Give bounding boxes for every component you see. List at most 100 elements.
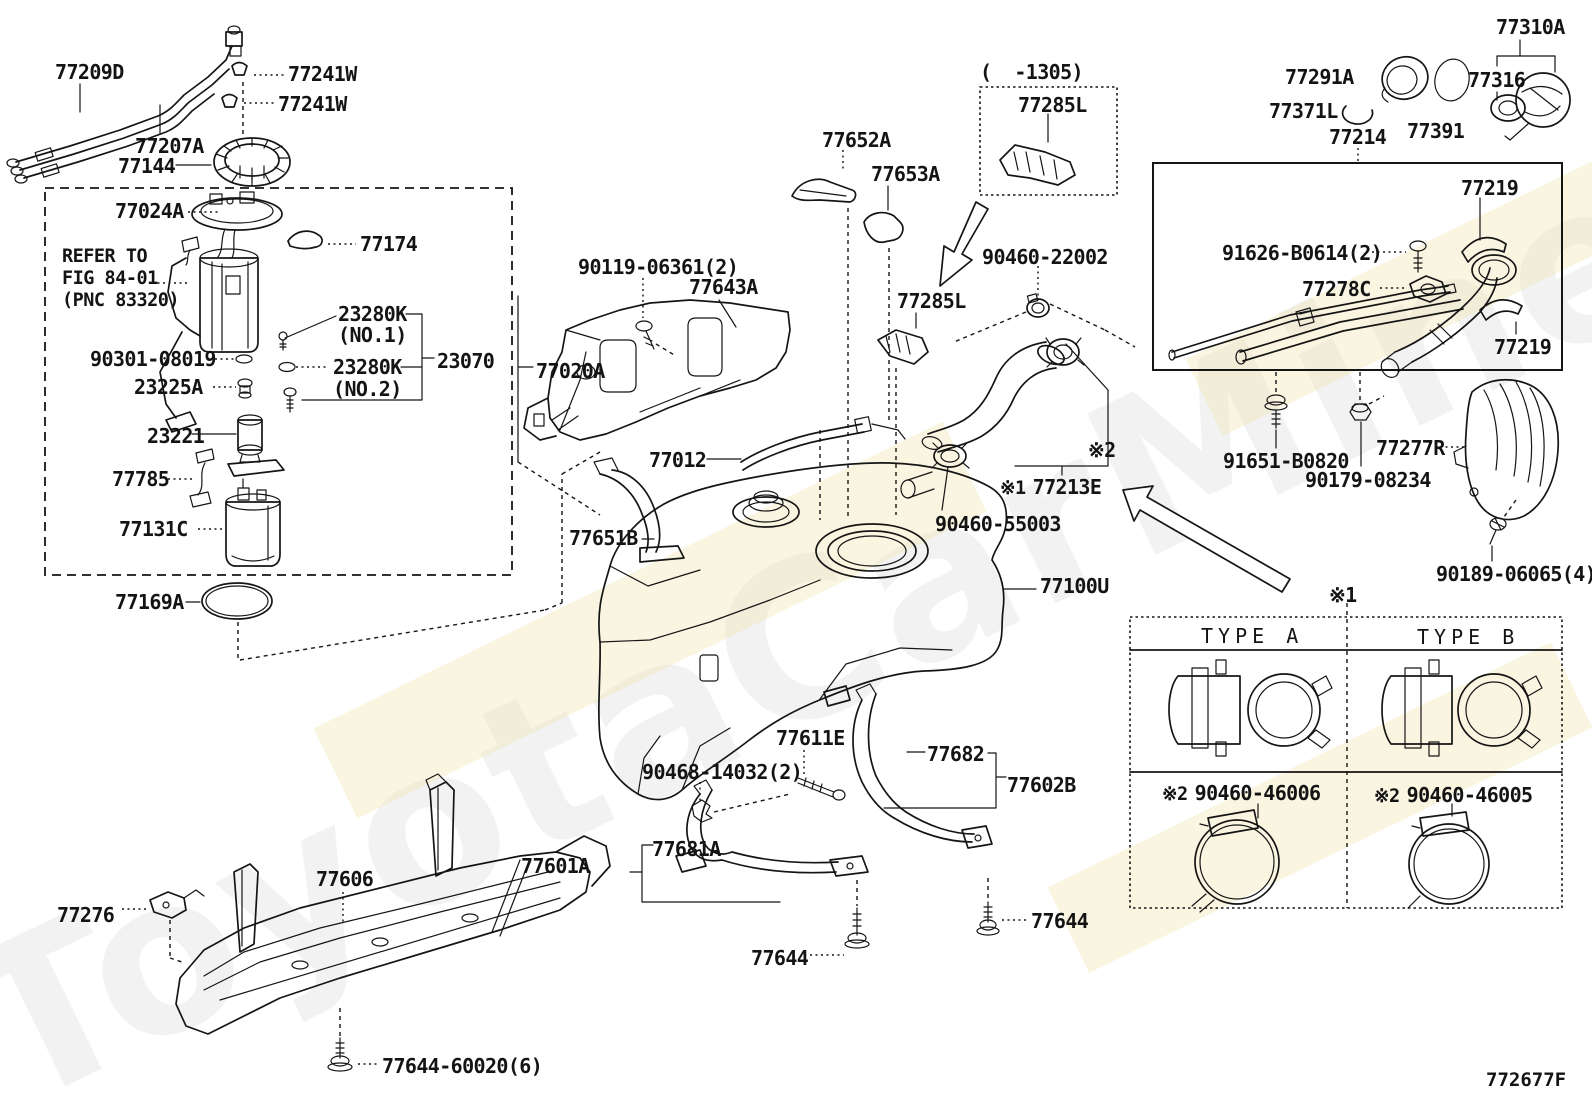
harness-clamp-77174-art (288, 231, 322, 248)
fuel-tank-77100u-art (594, 417, 1006, 800)
callout-77207a: 77207A (135, 134, 204, 158)
callout-77276: 77276 (57, 903, 115, 927)
callout-77241w-2: 77241W (278, 92, 347, 116)
table-clamp-b-label: ※2 90460-46005 (1374, 783, 1533, 807)
table-header-type-b: TYPE B (1417, 625, 1520, 649)
callout-77214: 77214 (1329, 125, 1387, 149)
direction-arrow-large (1123, 486, 1290, 592)
callout-no2: (NO.2) (333, 377, 402, 401)
nut-90179-art (1350, 404, 1371, 420)
callout-77371l: 77371L (1269, 99, 1338, 123)
callout-23225a: 23225A (134, 375, 203, 399)
callout-77652a: 77652A (822, 128, 891, 152)
refer-note-line3: (PNC 83320) (62, 290, 180, 311)
callout-77209d: 77209D (55, 60, 124, 84)
fuel-filter-77131c-art (226, 479, 280, 566)
fuel-suction-plate-77024a-art (192, 192, 282, 352)
refer-note-line1: REFER TO (62, 246, 148, 267)
callout-23280k-no1: 23280K (338, 302, 407, 326)
callout-77213e-number: 77213E (1032, 475, 1102, 499)
callout-77602b: 77602B (1007, 773, 1076, 797)
tube-clamp-77652a-art (792, 179, 856, 202)
ref2-mark-a: ※2 (1162, 784, 1188, 805)
callout-77682: 77682 (927, 742, 985, 766)
tank-protector-77606-art (176, 774, 610, 1034)
table-header-type-a: TYPE A (1201, 624, 1304, 648)
tank-band-77682-art (824, 684, 992, 848)
tank-shield-77643a-art (524, 300, 790, 440)
callout-77100u: 77100U (1040, 574, 1109, 598)
callout-77174: 77174 (360, 232, 418, 256)
figure-code: 772677F (1486, 1069, 1567, 1091)
fuel-cap-group-art (1343, 40, 1570, 140)
callout-no1: (NO.1) (338, 323, 407, 347)
type-table (1130, 603, 1562, 912)
pump-module-dashed-box (45, 188, 512, 575)
callout-77020a: 77020A (536, 359, 605, 383)
callout-77310a: 77310A (1496, 15, 1565, 39)
callout-77285l: 77285L (897, 289, 966, 313)
callout-77316: 77316 (1468, 68, 1526, 92)
callout-23221: 23221 (147, 424, 205, 448)
callout-90460-22002: 90460-22002 (982, 245, 1108, 269)
refer-note-line2: FIG 84-01 (62, 268, 158, 289)
callout-77644-right: 77644 (1031, 909, 1089, 933)
callout-23280k-no2: 23280K (333, 355, 402, 379)
fuel-hose-77213e-art (901, 338, 1084, 498)
callout-77681a: 77681A (652, 837, 721, 861)
callout-77643a: 77643A (689, 275, 758, 299)
clamp-90460-22002-art (1027, 294, 1049, 317)
bolt-77644-bottom-art (845, 908, 869, 948)
screw-90189-art (1490, 518, 1506, 544)
callout-77278c: 77278C (1302, 277, 1371, 301)
fuel-pump-plate-ring-77144-art (214, 138, 290, 186)
ref-bracket-77213e (1015, 344, 1108, 475)
callout-77285l-box: 77285L (1018, 93, 1087, 117)
table-clamp-a-label: ※2 90460-46006 (1162, 781, 1321, 805)
callout-77611e: 77611E (776, 726, 845, 750)
superseded-part-box-1305 (980, 87, 1117, 195)
production-range-note: ( -1305) (980, 60, 1084, 84)
callout-91626-b0614: 91626-B0614(2) (1222, 241, 1383, 265)
callout-77651b: 77651B (569, 526, 638, 550)
callout-77601a: 77601A (521, 854, 590, 878)
callout-77291a: 77291A (1285, 65, 1354, 89)
fuel-sender-gauge-art (160, 237, 200, 432)
callout-77169a: 77169A (115, 590, 184, 614)
o-ring-77169a-art (202, 583, 272, 619)
fuel-tube-set-77209d-art (7, 26, 247, 183)
callout-90301-08019: 90301-08019 (90, 347, 216, 371)
callout-77653a: 77653A (871, 162, 940, 186)
ref2-mark-b: ※2 (1374, 786, 1400, 807)
tube-clamp-77285l-art (878, 330, 928, 364)
leader-lines (80, 75, 1516, 1064)
callout-77277r: 77277R (1376, 436, 1445, 460)
callout-90460-46006: 90460-46006 (1194, 781, 1321, 805)
callout-23070: 23070 (437, 349, 495, 373)
callout-77131c: 77131C (119, 517, 188, 541)
callout-90119-06361: 90119-06361(2) (578, 255, 739, 279)
filler-pipe-box-77214 (1153, 163, 1562, 381)
callout-77391: 77391 (1407, 119, 1465, 143)
bolt-77644-60020-art (328, 1038, 352, 1071)
filler-pipe-shield-77277r-art (1454, 380, 1558, 520)
pointer-arrow-to-77285l (940, 202, 988, 286)
ref1-mark-table: ※1 (1329, 583, 1357, 607)
callout-77213e: ※1 77213E (1000, 475, 1102, 499)
bolt-77644-right-art (977, 902, 999, 935)
fuel-pump-23221-art (228, 415, 284, 476)
small-fasteners-left-box-art (236, 332, 296, 412)
callout-77144: 77144 (118, 154, 176, 178)
callout-90460-46005: 90460-46005 (1406, 783, 1533, 807)
callout-77606: 77606 (316, 867, 374, 891)
tank-band-77681a-art (676, 778, 868, 876)
ref1-mark-77213e: ※1 (1000, 478, 1026, 499)
wire-harness-77785-art (190, 449, 214, 507)
callout-77644-60020: 77644-60020(6) (382, 1054, 543, 1078)
clip-77276-art (150, 890, 204, 918)
callout-77012: 77012 (649, 448, 707, 472)
callout-77785: 77785 (112, 467, 170, 491)
callout-77219-bottom: 77219 (1494, 335, 1552, 359)
callout-77644-bottom: 77644 (751, 946, 809, 970)
